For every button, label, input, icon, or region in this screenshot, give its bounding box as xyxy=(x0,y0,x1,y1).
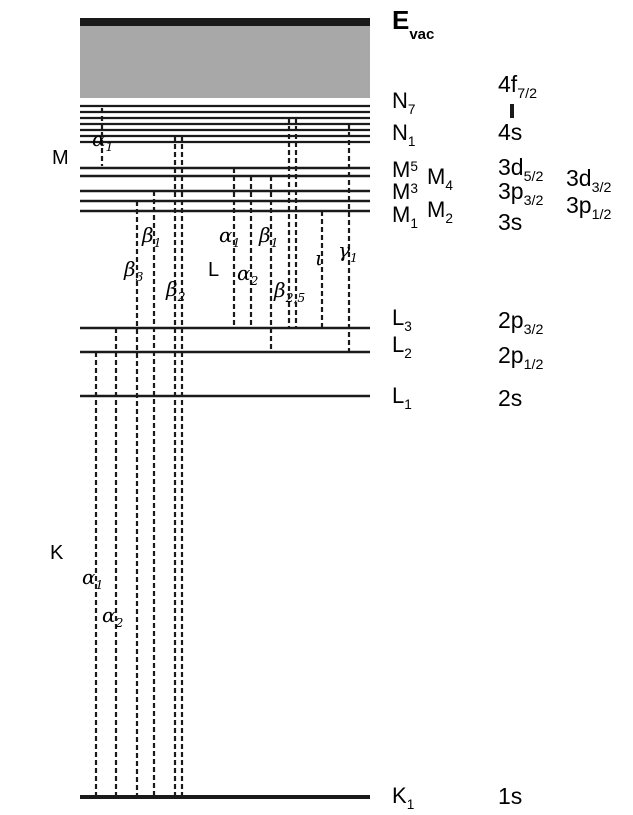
label-m1: M1 xyxy=(392,202,418,231)
orbital-3p12: 3p1/2 xyxy=(566,192,611,223)
label-l1: L1 xyxy=(392,383,412,412)
shell-label-k: K xyxy=(50,542,64,564)
orbital-1s: 1s xyxy=(498,783,522,809)
label-l-gamma1: γ1 xyxy=(338,238,358,265)
orbital-connector-tick xyxy=(510,104,514,118)
label-m3: M3 xyxy=(392,179,418,204)
label-l-beta1: β1 xyxy=(258,223,278,250)
label-m-alpha1: α1 xyxy=(92,127,113,154)
label-k-beta3: β3 xyxy=(123,257,144,284)
shell-label-l: L xyxy=(208,259,219,281)
continuum-band xyxy=(80,26,370,98)
label-l-alpha1: α1 xyxy=(219,223,240,250)
orbital-4f72: 4f7/2 xyxy=(498,71,537,102)
label-evac: Evac xyxy=(392,5,434,43)
label-l3: L3 xyxy=(392,305,412,334)
orbital-4s: 4s xyxy=(498,119,522,145)
label-m5: M5 xyxy=(392,157,418,182)
m-shell-levels xyxy=(80,166,370,213)
orbital-3p32: 3p3/2 xyxy=(498,178,543,209)
label-k-alpha2: α2 xyxy=(102,603,124,630)
label-k-beta1: β1 xyxy=(141,223,161,250)
vacuum-level-bar xyxy=(80,18,370,26)
k-series-transitions xyxy=(94,136,184,797)
label-k-beta2: β2 xyxy=(165,277,186,304)
label-l-iota: ι xyxy=(315,246,323,270)
orbital-2s: 2s xyxy=(498,385,522,411)
label-n7: N7 xyxy=(392,88,415,117)
label-l2: L2 xyxy=(392,332,412,361)
orbital-3d52: 3d5/2 xyxy=(498,154,543,185)
label-n1: N1 xyxy=(392,120,415,149)
orbital-2p12: 2p1/2 xyxy=(498,342,543,373)
orbital-3s: 3s xyxy=(498,209,522,235)
label-m2: M2 xyxy=(427,197,453,226)
label-m4: M4 xyxy=(427,164,453,193)
label-l-beta25: β2,5 xyxy=(273,278,305,305)
n-shell-levels xyxy=(80,104,370,144)
label-k-alpha1: α1 xyxy=(82,565,103,592)
label-k1: K1 xyxy=(392,783,414,812)
shell-label-m: M xyxy=(52,147,69,169)
orbital-3d32: 3d3/2 xyxy=(566,165,611,196)
label-l-alpha2: α2 xyxy=(237,261,259,288)
orbital-2p32: 2p3/2 xyxy=(498,307,543,338)
l-series-transitions xyxy=(232,118,351,352)
